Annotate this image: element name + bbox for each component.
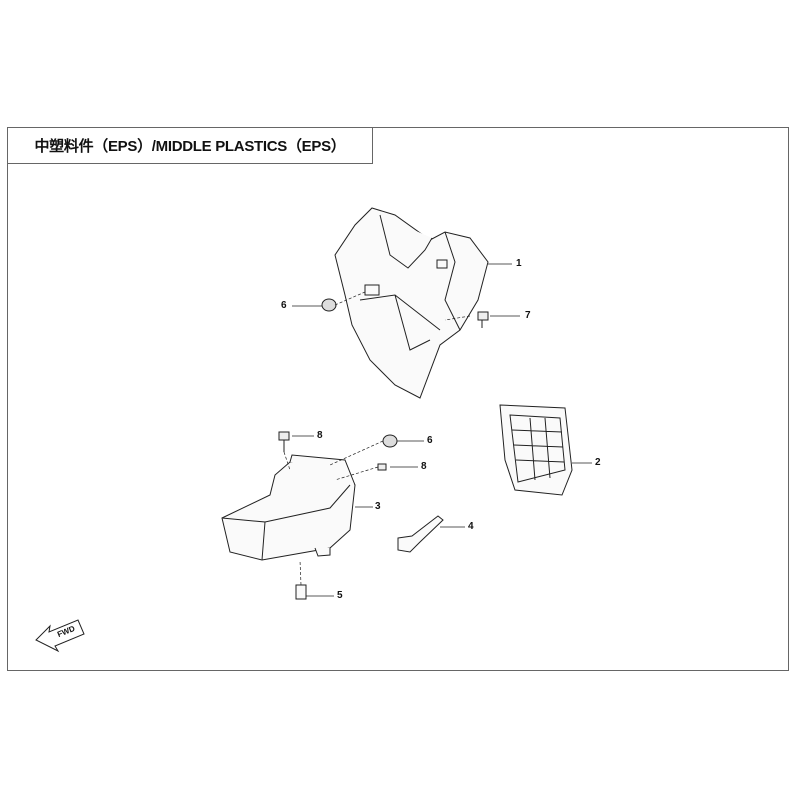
assembly-lines bbox=[283, 291, 471, 586]
part-3-box bbox=[221, 454, 356, 561]
part-8-bolt bbox=[278, 431, 290, 452]
part-8-bolt bbox=[377, 463, 387, 471]
callout-6: 6 bbox=[281, 300, 287, 311]
page-title: 中塑料件（EPS）/MIDDLE PLASTICS（EPS） bbox=[34, 138, 346, 155]
fwd-arrow-icon bbox=[35, 619, 85, 653]
part-7-bolt bbox=[477, 311, 489, 328]
part-5-clip bbox=[295, 584, 307, 600]
callout-8: 8 bbox=[421, 461, 427, 472]
callout-2: 2 bbox=[595, 457, 601, 468]
callout-4: 4 bbox=[468, 521, 474, 532]
part-1-middle-panel bbox=[334, 207, 489, 399]
part-2-grille bbox=[499, 404, 573, 496]
part-6-grommet bbox=[321, 298, 337, 312]
part-4-bracket bbox=[397, 515, 444, 553]
callout-6: 6 bbox=[427, 435, 433, 446]
callout-5: 5 bbox=[337, 590, 343, 601]
drawing-frame bbox=[7, 127, 789, 671]
callout-7: 7 bbox=[525, 310, 531, 321]
callout-1: 1 bbox=[516, 258, 522, 269]
callout-3: 3 bbox=[375, 501, 381, 512]
part-6-grommet bbox=[382, 434, 398, 448]
leader-lines bbox=[292, 263, 592, 597]
callout-8: 8 bbox=[317, 430, 323, 441]
title-box: 中塑料件（EPS）/MIDDLE PLASTICS（EPS） bbox=[7, 127, 373, 164]
